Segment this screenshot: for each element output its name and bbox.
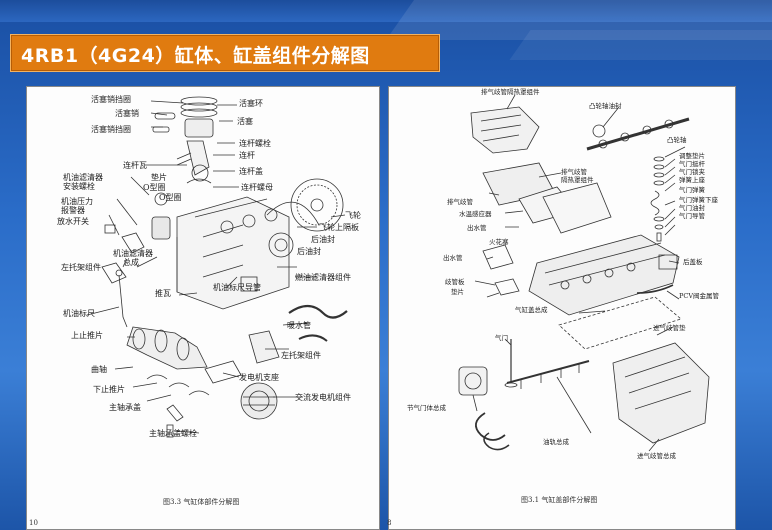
label-intake-manifold: 进气歧管总成 — [637, 452, 676, 460]
label-piston-pin-snap-ring-2: 活塞销挡圈 — [91, 125, 131, 134]
label-adjust-shim: 调整垫片 — [679, 152, 705, 160]
label-piston-pin-snap-ring: 活塞销挡圈 — [91, 95, 131, 104]
label-cylinder-head-assy: 气缸盖总成 — [515, 306, 548, 314]
label-conrod-bearing: 连杆瓦 — [123, 161, 147, 170]
right-caption: 图3.1 气缸盖部件分解图 — [521, 496, 598, 504]
label-camshaft-oil-seal: 凸轮轴油封 — [589, 102, 622, 110]
label-flywheel-plate: 飞轮上隔板 — [319, 223, 359, 232]
label-throttle-body: 节气门体总成 — [407, 404, 446, 412]
label-fuel-rail: 油轨总成 — [543, 438, 569, 446]
label-piston: 活塞 — [237, 117, 253, 126]
label-alternator-bracket: 发电机支座 — [239, 373, 279, 382]
label-valve: 气门 — [495, 334, 508, 342]
label-alternator: 交流发电机组件 — [295, 393, 351, 402]
label-valve-keeper: 气门锁夹 — [679, 168, 705, 176]
label-lower-thrust: 下止推片 — [93, 385, 125, 394]
label-oil-filter: 机油滤清器 — [63, 173, 103, 182]
label-dipstick-guide: 机油标尺导管 — [213, 283, 261, 292]
label-water-temp-sensor: 水温感应器 — [459, 210, 492, 218]
label-pcv-pipe: PCV阀金属管 — [679, 292, 720, 300]
label-water-outlet: 出水管 — [467, 224, 487, 232]
label-flywheel: 飞轮 — [345, 211, 361, 220]
label-rear-oil-seal-2: 后油封 — [297, 247, 321, 256]
label-o-ring-2: O型圈 — [159, 193, 182, 202]
label-gasket: 垫片 — [451, 288, 464, 296]
label-rear-plate: 后盖板 — [683, 258, 703, 266]
label-water-outlet-2: 出水管 — [443, 254, 463, 262]
label-spring-seat: 气门弹簧下座 — [679, 196, 718, 204]
label-conrod: 连杆 — [239, 151, 255, 160]
label-left-bracket: 左托架组件 — [61, 263, 101, 272]
label-spark-plug: 火花塞 — [489, 238, 509, 246]
label-gasket: 垫片 — [151, 173, 167, 182]
cylinder-head-diagram-page: 排气歧管隔热罩组件 凸轮轴油封 凸轮轴 调整垫片 气门挺杆 气门锁夹 弹簧上座 … — [387, 86, 736, 530]
label-exhaust-heat-shield: 排气歧管隔热罩组件 — [481, 88, 540, 96]
label-dipstick: 机油标尺 — [63, 309, 95, 318]
top-bar — [0, 0, 772, 22]
label-exhaust-manifold: 排气歧管 — [561, 168, 587, 176]
label-main-bearing-cap: 主轴承盖 — [109, 403, 141, 412]
right-page-number: 8 — [387, 519, 392, 527]
label-piston-pin: 活塞销 — [115, 109, 139, 118]
label-valve-guide: 气门导管 — [679, 212, 705, 220]
label-manifold-plate: 歧管板 — [445, 278, 465, 286]
label-crankshaft: 曲轴 — [91, 365, 107, 374]
label-alarm: 报警器 — [61, 206, 85, 215]
label-mounting-bolt: 安装螺栓 — [63, 182, 95, 191]
label-piston-ring: 活塞环 — [239, 99, 263, 108]
background-stripe — [509, 30, 772, 60]
label-thrust-bearing: 推瓦 — [155, 289, 171, 298]
left-page-number: 10 — [29, 519, 38, 527]
label-exhaust-manifold-2: 排气歧管 — [447, 198, 473, 206]
left-caption: 图3.3 气缸体部件分解图 — [163, 498, 240, 506]
label-oil-pressure: 机油压力 — [61, 197, 93, 206]
slide-title-box: 4RB1（4G24）缸体、缸盖组件分解图 — [10, 34, 440, 72]
label-heater-pipe: 暖水管 — [287, 321, 311, 330]
label-conrod-bolt: 连杆螺栓 — [239, 139, 271, 148]
label-conrod-cap: 连杆盖 — [239, 167, 263, 176]
label-drain-switch: 放水开关 — [57, 217, 89, 226]
label-oil-filter-assy: 机油滤清器 — [113, 249, 153, 258]
cylinder-block-diagram-page: 活塞销挡圈 活塞环 活塞销 活塞 活塞销挡圈 连杆螺栓 连杆 连杆瓦 垫片 连杆… — [26, 86, 380, 530]
label-upper-thrust: 上止推片 — [71, 331, 103, 340]
label-fuel-filter: 燃油滤清器组件 — [295, 273, 351, 282]
label-o-ring: O型圈 — [143, 183, 166, 192]
label-heat-shield-assy: 隔热罩组件 — [561, 176, 594, 184]
cylinder-head-drawing — [458, 94, 710, 452]
label-valve-lifter: 气门挺杆 — [679, 160, 705, 168]
label-camshaft: 凸轮轴 — [667, 136, 687, 144]
cylinder-block-drawing — [86, 96, 348, 438]
label-intake-gasket: 进气歧管垫 — [653, 324, 686, 332]
label-spring-retainer: 弹簧上座 — [679, 176, 705, 184]
label-rear-oil-seal: 后油封 — [311, 235, 335, 244]
label-valve-spring: 气门弹簧 — [679, 186, 705, 194]
label-main-cap-bolt: 主轴承盖螺栓 — [149, 429, 197, 438]
label-left-bracket-2: 左托架组件 — [281, 351, 321, 360]
label-conrod-nut: 连杆螺母 — [241, 183, 273, 192]
label-valve-seal: 气门油封 — [679, 204, 705, 212]
slide-title: 4RB1（4G24）缸体、缸盖组件分解图 — [21, 45, 370, 67]
label-assy: 总成 — [123, 258, 139, 267]
